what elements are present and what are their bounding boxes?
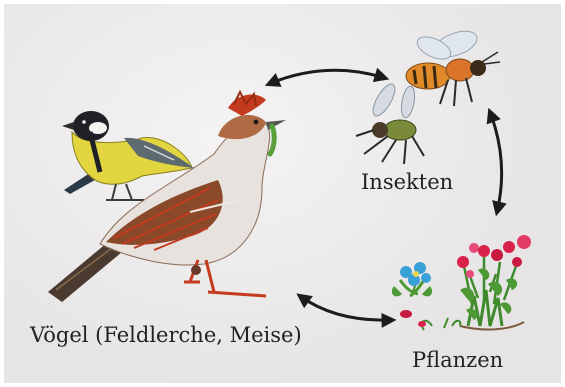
bee-drawing: [406, 26, 500, 106]
arrow-birds-insects: [269, 70, 385, 84]
arrow-insects-plants: [490, 112, 502, 212]
fly-drawing: [356, 81, 424, 164]
diagram-canvas: Insekten Vögel (Feldlerche, Meise) Pflan…: [4, 4, 561, 383]
flowering-plant-drawing: [457, 235, 531, 329]
label-birds: Vögel (Feldlerche, Meise): [30, 323, 302, 347]
label-plants: Pflanzen: [412, 348, 503, 372]
arrow-plants-birds: [300, 296, 392, 320]
label-insects: Insekten: [361, 170, 453, 194]
blue-flower-drawing: [392, 262, 461, 330]
